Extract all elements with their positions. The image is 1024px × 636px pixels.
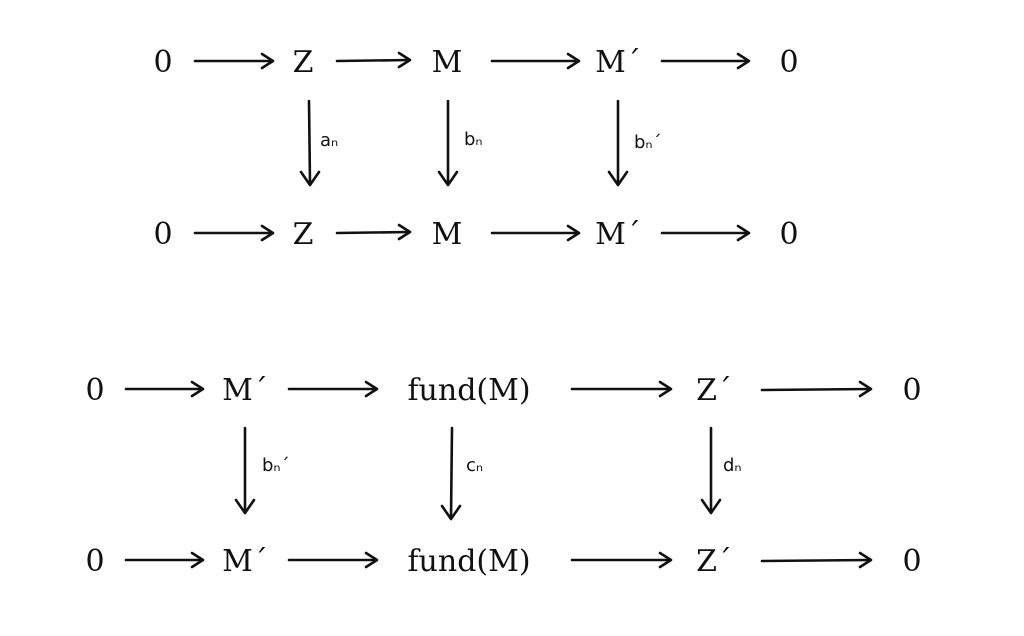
d2-bottom-zero-left: 0 bbox=[85, 544, 104, 579]
d2-bottom-object-m-prime: M´ bbox=[222, 544, 268, 579]
diagram-2: 0 M´ fund(M) Z´ 0 bₙ´ bbox=[85, 373, 921, 579]
d2-map-label-c: cₙ bbox=[466, 455, 483, 476]
d2-top-zero-right: 0 bbox=[902, 373, 921, 408]
d1-bottom-object-m-prime: M´ bbox=[595, 217, 641, 252]
d1-top-arrow-2 bbox=[335, 51, 412, 69]
d1-bottom-arrow-4 bbox=[660, 224, 751, 242]
d2-bottom-arrow-3 bbox=[570, 551, 673, 569]
d2-bottom-zero-right: 0 bbox=[902, 544, 921, 579]
d2-bottom-arrow-1 bbox=[124, 551, 205, 569]
d2-top-arrow-2 bbox=[287, 380, 379, 398]
d1-vertical-arrow-a bbox=[299, 99, 321, 187]
d1-bottom-object-m: M bbox=[432, 217, 463, 252]
d2-top-arrow-1 bbox=[124, 380, 205, 398]
d1-map-label-b: bₙ bbox=[464, 129, 483, 150]
d1-bottom-arrow-3 bbox=[490, 224, 581, 242]
d1-vertical-arrow-b-prime bbox=[607, 99, 629, 187]
diagram-1: 0 Z M M´ 0 aₙ bₙ bbox=[153, 45, 798, 252]
d1-top-zero-right: 0 bbox=[779, 45, 798, 80]
d1-top-object-z: Z bbox=[293, 45, 314, 80]
d1-bottom-arrow-2 bbox=[335, 223, 412, 241]
d2-vertical-arrow-c bbox=[440, 426, 462, 521]
d1-map-label-b-prime: bₙ´ bbox=[634, 132, 662, 153]
d2-vertical-arrow-d bbox=[700, 426, 722, 515]
d1-top-arrow-1 bbox=[193, 52, 275, 70]
d1-top-zero-left: 0 bbox=[153, 45, 172, 80]
d2-bottom-object-fund-m: fund(M) bbox=[407, 544, 530, 579]
d2-top-arrow-3 bbox=[570, 380, 673, 398]
d2-bottom-object-z-prime: Z´ bbox=[696, 544, 732, 579]
d2-vertical-arrow-b-prime bbox=[234, 426, 256, 515]
d1-bottom-arrow-1 bbox=[193, 224, 275, 242]
d1-map-label-a: aₙ bbox=[320, 130, 338, 151]
d1-bottom-object-z: Z bbox=[293, 217, 314, 252]
d1-top-object-m-prime: M´ bbox=[595, 45, 641, 80]
d1-bottom-zero-left: 0 bbox=[153, 217, 172, 252]
d1-top-arrow-4 bbox=[660, 52, 751, 70]
d2-map-label-b-prime: bₙ´ bbox=[262, 455, 290, 476]
d1-top-arrow-3 bbox=[490, 52, 581, 70]
d2-top-object-fund-m: fund(M) bbox=[407, 373, 530, 408]
d1-vertical-arrow-b bbox=[437, 99, 459, 187]
d2-bottom-arrow-4 bbox=[760, 551, 873, 569]
d2-map-label-d: dₙ bbox=[723, 455, 742, 476]
d2-bottom-arrow-2 bbox=[287, 551, 379, 569]
d2-top-zero-left: 0 bbox=[85, 373, 104, 408]
d1-bottom-zero-right: 0 bbox=[779, 217, 798, 252]
d1-top-object-m: M bbox=[432, 45, 463, 80]
d2-top-object-m-prime: M´ bbox=[222, 373, 268, 408]
d2-top-object-z-prime: Z´ bbox=[696, 373, 732, 408]
d2-top-arrow-4 bbox=[760, 380, 873, 398]
